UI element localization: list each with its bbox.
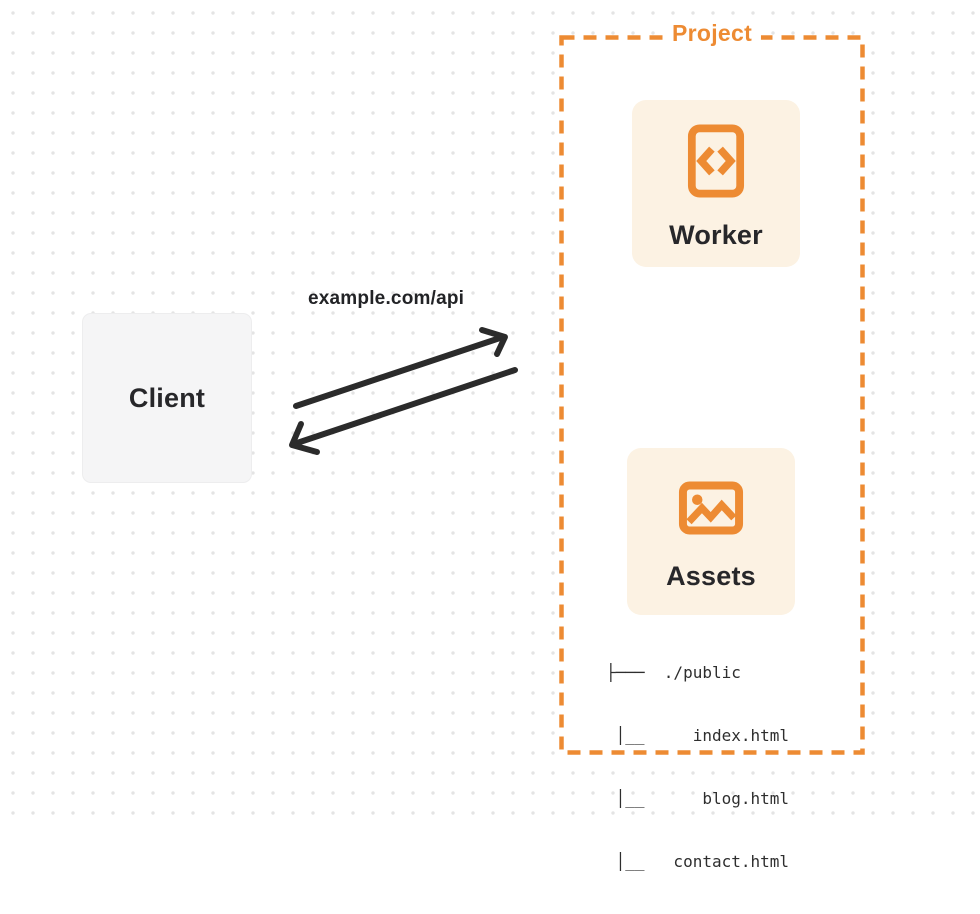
file-tree-item-blog: │__ blog.html (606, 789, 790, 808)
project-label: Project (662, 20, 762, 47)
worker-node: Worker (632, 100, 800, 267)
client-label: Client (128, 382, 206, 413)
response-arrow (289, 367, 518, 455)
file-tree-root: ├─── ./public (606, 663, 741, 682)
worker-label: Worker (669, 219, 763, 250)
image-icon (678, 480, 744, 536)
diagram-canvas: Client example.com/api Project (0, 0, 980, 871)
request-arrow (293, 327, 508, 409)
file-tree-item-contact: │__ contact.html (606, 852, 790, 871)
project-boundary: Project Worker Assets (559, 20, 865, 871)
request-url-label: example.com/api (308, 288, 465, 309)
client-node: Client (82, 313, 252, 483)
project-dashed-border (559, 35, 865, 755)
assets-label: Assets (666, 560, 756, 591)
file-tree-item-index: │__ index.html (606, 726, 790, 745)
assets-node: Assets (627, 448, 795, 615)
assets-file-tree: ├─── ./public │__ index.html │__ blog.ht… (606, 620, 789, 914)
code-file-icon (687, 123, 745, 199)
